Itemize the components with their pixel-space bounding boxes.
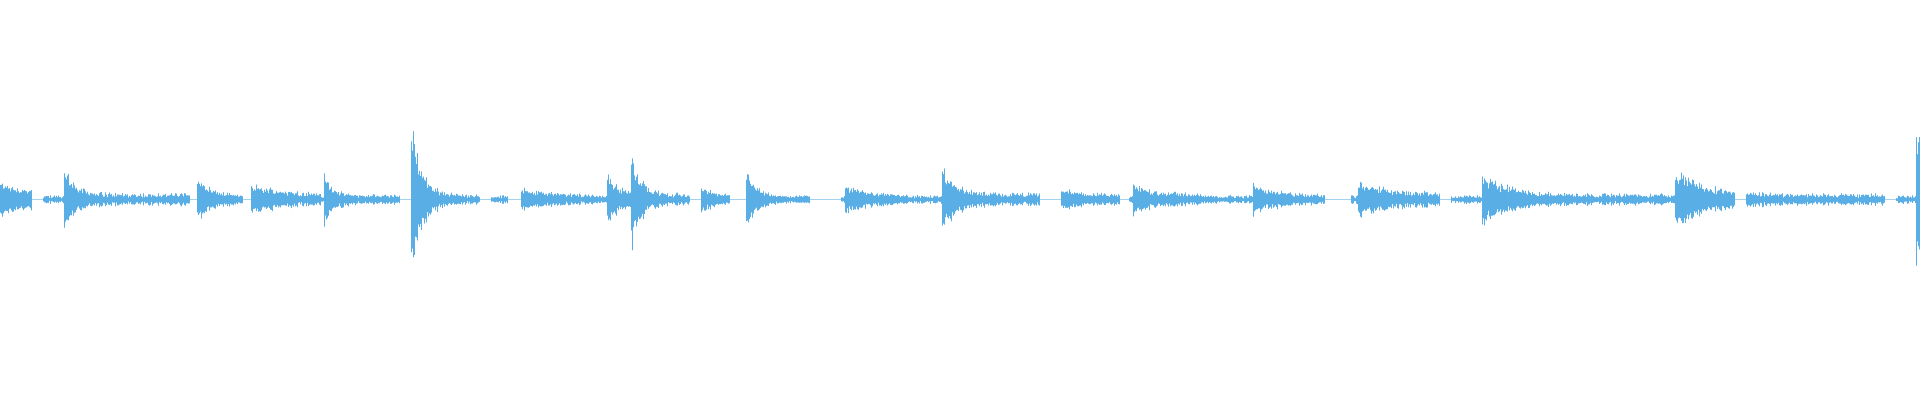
waveform-samples xyxy=(0,131,1920,266)
waveform-trace xyxy=(0,131,1920,266)
